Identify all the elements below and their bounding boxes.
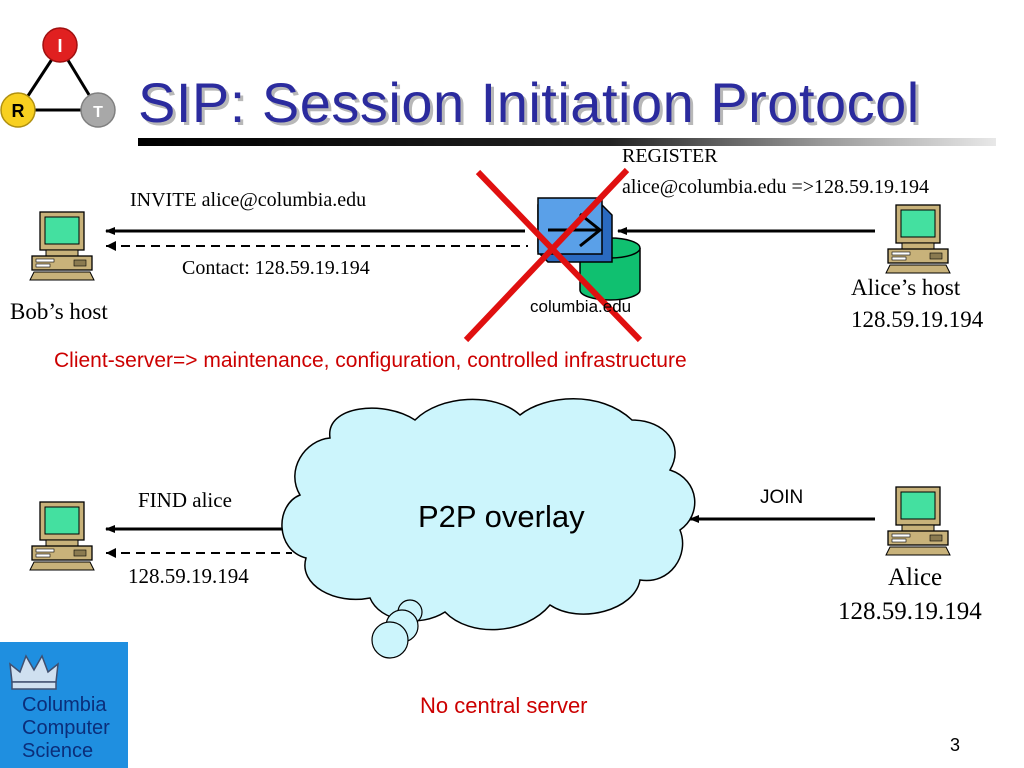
irt-letter-i: I xyxy=(57,36,62,56)
p2p-alice-ip: 128.59.19.194 xyxy=(838,598,982,625)
server-domain-label: columbia.edu xyxy=(530,297,632,316)
slide-title: SIP: Session Initiation Protocol xyxy=(138,71,920,134)
columbia-logo-text: Columbia Computer Science xyxy=(22,694,110,762)
find-reply-label: 128.59.19.194 xyxy=(128,564,249,588)
p2p-overlay-label: P2P overlay xyxy=(418,499,585,534)
alice-host-label: Alice’s host xyxy=(851,275,961,300)
find-label: FIND alice xyxy=(138,488,232,512)
register-mapping: alice@columbia.edu =>128.59.19.194 xyxy=(622,176,930,198)
p2p-cloud xyxy=(281,398,696,659)
irt-node-t xyxy=(80,92,116,128)
p2p-alice-computer-icon xyxy=(885,486,951,556)
contact-arrowhead xyxy=(106,241,116,251)
irt-node-i xyxy=(42,27,78,63)
irt-node-r xyxy=(0,92,36,128)
p2p-bob-computer-icon xyxy=(29,501,95,571)
crown-icon xyxy=(9,654,59,690)
irt-logo: I R T xyxy=(0,27,116,128)
title-underline xyxy=(138,138,996,146)
p2p-alice-label: Alice xyxy=(888,564,943,591)
register-label: REGISTER xyxy=(622,145,718,167)
irt-letter-r: R xyxy=(12,101,25,121)
contact-label: Contact: 128.59.19.194 xyxy=(182,257,370,279)
join-label: JOIN xyxy=(760,487,804,508)
find-reply-arrowhead xyxy=(106,548,116,558)
client-server-note: Client-server=> maintenance, configurati… xyxy=(54,349,687,372)
red-cross-icon xyxy=(463,167,643,343)
p2p-note: No central server xyxy=(420,693,588,718)
bob-computer-icon xyxy=(29,211,95,281)
alice-host-ip: 128.59.19.194 xyxy=(851,307,984,332)
alice-computer-icon xyxy=(885,204,951,274)
page-number: 3 xyxy=(950,735,961,755)
bob-host-label: Bob’s host xyxy=(10,299,108,324)
columbia-logo xyxy=(0,642,128,768)
irt-letter-t: T xyxy=(93,104,103,121)
invite-label: INVITE alice@columbia.edu xyxy=(130,189,367,211)
